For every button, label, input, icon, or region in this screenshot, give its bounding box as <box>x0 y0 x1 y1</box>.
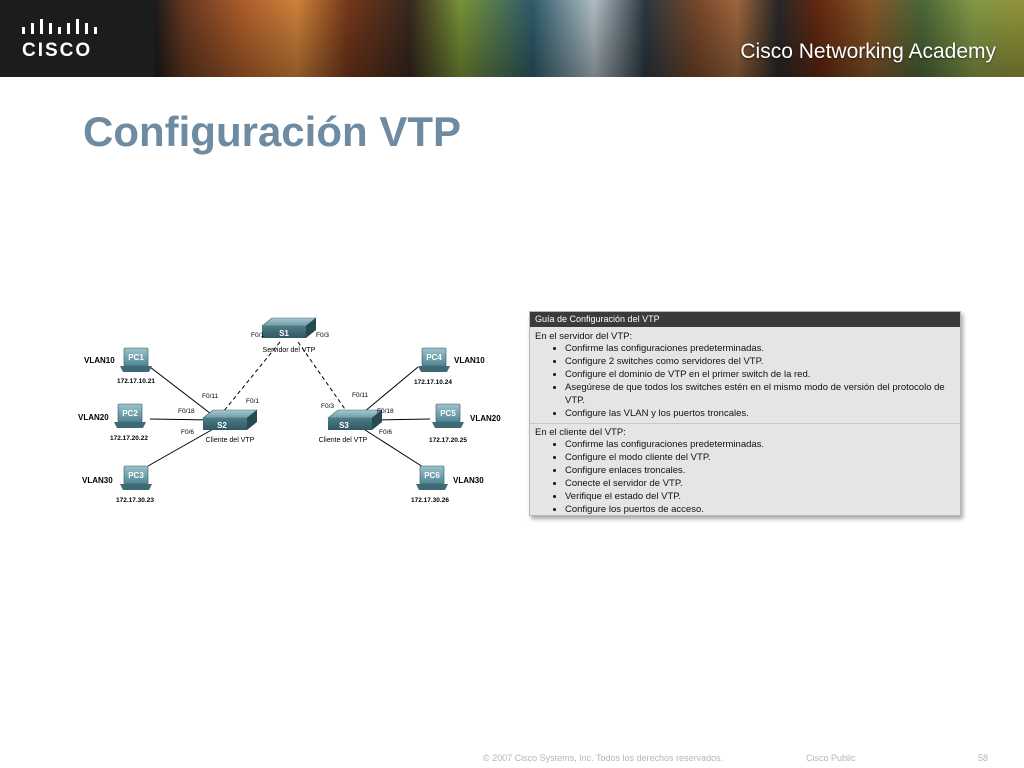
academy-name: Cisco Networking Academy <box>740 40 996 63</box>
access-links <box>147 366 431 468</box>
ip-label: 172.17.20.22 <box>110 435 148 442</box>
header-banner: CISCO Cisco Networking Academy <box>0 0 1024 77</box>
vlan-label: VLAN10 <box>454 356 485 365</box>
port-label: F0/6 <box>379 429 392 436</box>
vlan-label: VLAN10 <box>84 356 115 365</box>
footer-classification: Cisco Public <box>806 753 856 763</box>
vlan-label: VLAN30 <box>82 476 113 485</box>
pc-label: PC2 <box>122 409 138 418</box>
ip-label: 172.17.10.24 <box>414 379 452 386</box>
list-item: Confirme las configuraciones predetermin… <box>565 343 954 356</box>
pc-1: PC1 <box>120 347 152 372</box>
link-pc2-s2 <box>149 418 213 421</box>
list-item: Conecte el servidor de VTP. <box>565 478 954 491</box>
guide-server-list: Confirme las configuraciones predetermin… <box>535 343 954 420</box>
logo-text: CISCO <box>22 40 93 61</box>
ip-label: 172.17.30.26 <box>411 497 449 504</box>
ip-label: 172.17.30.23 <box>116 497 154 504</box>
link-s1-s2 <box>222 341 281 413</box>
pc-label: PC5 <box>440 409 456 418</box>
link-s1-s3 <box>297 341 348 413</box>
list-item: Configure el modo cliente del VTP. <box>565 452 954 465</box>
banner-photo-strip <box>0 0 1024 77</box>
switch-s3-label: S3 <box>339 421 349 430</box>
switch-s1-label: S1 <box>279 329 289 338</box>
link-pc4-s3 <box>357 366 419 418</box>
link-pc3-s2 <box>147 427 216 467</box>
pc-3: PC3 <box>120 465 152 490</box>
switch-s1: S1 Servidor del VTP F0/1 F0/3 <box>251 317 329 354</box>
switch-s2-label: S2 <box>217 421 227 430</box>
ip-label: 172.17.20.25 <box>429 437 467 444</box>
guide-client-list: Confirme las configuraciones predetermin… <box>535 439 954 516</box>
list-item: Configure enlaces troncales. <box>565 465 954 478</box>
list-item: Configure el dominio de VTP en el primer… <box>565 369 954 382</box>
link-pc6-s3 <box>361 427 424 468</box>
slide-title: Configuración VTP <box>83 108 461 155</box>
port-label: F0/1 <box>246 398 259 405</box>
pc-label: PC1 <box>128 353 144 362</box>
list-item: Confirme las configuraciones predetermin… <box>565 439 954 452</box>
port-label: F0/1 <box>251 332 264 339</box>
ip-label: 172.17.10.21 <box>117 378 155 385</box>
cisco-bridge-icon <box>22 19 97 34</box>
port-label: F0/3 <box>321 403 334 410</box>
port-label: F0/11 <box>202 393 219 400</box>
pc-label: PC4 <box>426 353 442 362</box>
trunk-links <box>222 341 348 413</box>
switch-s3-role: Cliente del VTP <box>319 437 368 444</box>
list-item: Verifique el estado del VTP. <box>565 491 954 504</box>
vtp-config-guide: Guía de Configuración del VTP En el serv… <box>529 311 961 516</box>
list-item: Configure los puertos de acceso. <box>565 504 954 517</box>
list-item: Configure 2 switches como servidores del… <box>565 356 954 369</box>
switch-s2: S2 Cliente del VTP F0/11 F0/18 F0/6 F0/1 <box>178 393 259 444</box>
pc-6: PC6 <box>416 465 448 490</box>
pc-label: PC6 <box>424 471 440 480</box>
guide-server-section: En el servidor del VTP: Confirme las con… <box>530 327 960 423</box>
port-label: F0/11 <box>352 392 369 399</box>
guide-client-section: En el cliente del VTP: Confirme las conf… <box>530 423 960 519</box>
vtp-topology-diagram: S1 Servidor del VTP F0/1 F0/3 S2 Cliente… <box>78 317 501 504</box>
pc-2: PC2 <box>114 403 146 428</box>
pc-4: PC4 <box>418 347 450 372</box>
cisco-logo: CISCO <box>0 0 155 77</box>
list-item: Configure las VLAN y los puertos troncal… <box>565 408 954 421</box>
vlan-label: VLAN20 <box>470 414 501 423</box>
guide-client-heading: En el cliente del VTP: <box>535 427 626 439</box>
list-item: Asegúrese de que todos los switches esté… <box>565 382 954 408</box>
switch-s3: S3 Cliente del VTP F0/3 F0/11 F0/18 F0/6 <box>319 392 394 444</box>
port-label: F0/3 <box>316 332 329 339</box>
pc-5: PC5 <box>432 403 464 428</box>
guide-title: Guía de Configuración del VTP <box>530 312 960 327</box>
port-label: F0/6 <box>181 429 194 436</box>
switch-s1-role: Servidor del VTP <box>263 347 316 354</box>
vlan-label: VLAN30 <box>453 476 484 485</box>
footer-copyright: © 2007 Cisco Systems, Inc. Todos los der… <box>483 753 724 763</box>
pc-label: PC3 <box>128 471 144 480</box>
guide-server-heading: En el servidor del VTP: <box>535 331 633 342</box>
port-label: F0/18 <box>178 408 195 415</box>
port-label: F0/18 <box>377 408 394 415</box>
link-pc1-s2 <box>149 366 216 418</box>
switch-s2-role: Cliente del VTP <box>206 437 255 444</box>
footer-page-number: 58 <box>978 753 989 763</box>
vlan-label: VLAN20 <box>78 413 109 422</box>
